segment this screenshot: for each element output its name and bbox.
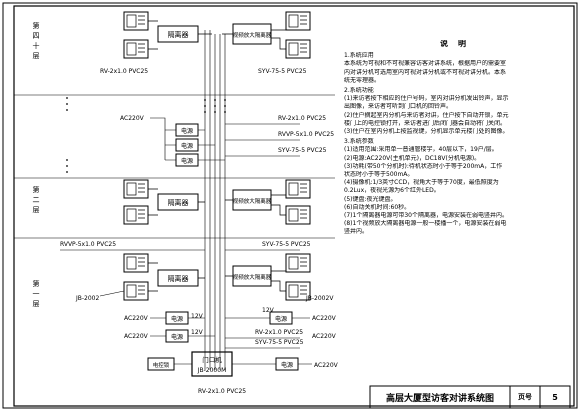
cable-syv-mid: SYV-75-5 PVC25 [278, 147, 327, 154]
ac220-label-left2: AC220V [124, 333, 149, 340]
notes-line: (2)住户摘起室内分机与来访者对讲，住户按下自动开锁，单元 [344, 111, 509, 119]
floor-1-label: 第一层 [32, 279, 40, 310]
notes-line: 0.2Lux，夜视光源为6个红外LED。 [344, 187, 440, 195]
video-phone-icon [285, 39, 311, 59]
ac220-label-right1: AC220V [312, 315, 337, 322]
notes-line: (2)电源:AC220V(主机单元)，DC18V(分机电源)。 [344, 154, 481, 162]
video-phone-icon [285, 205, 311, 225]
continuation-dots [66, 97, 226, 173]
notes-line: (5)键盘:夜光键盘。 [344, 195, 397, 203]
floor-40-group: 隔离器 视频放大隔离器 RV-2x1.0 PVC25 SYV-75-5 PVC2… [100, 11, 311, 75]
notes-line: (6)自动关机时间:60秒。 [344, 203, 411, 211]
svg-text:视频放大隔离器: 视频放大隔离器 [233, 273, 272, 281]
electric-lock-label: 电控锁 [153, 361, 170, 369]
ac220-label-left1: AC220V [124, 315, 149, 322]
svg-text:电源: 电源 [181, 127, 193, 135]
title-block-frame [369, 385, 571, 409]
notes-line: (1)来访者按下相应的住户号码，室内对讲分机发出铃声，显示 [344, 95, 509, 103]
svg-text:隔离器: 隔离器 [168, 274, 189, 283]
page-label: 页号 [518, 393, 532, 401]
jb2002-label: JB-2002 [75, 295, 100, 302]
video-phone-icon [285, 11, 311, 31]
svg-text:电源: 电源 [171, 315, 183, 323]
notes-line: (3)功耗(带50个分机时):待机状态时小于等于200mA，工作 [344, 162, 503, 170]
notes-line: 统无零理器。 [344, 76, 381, 84]
notes-line: 内对讲分机可选用室内可视对讲分机或不可视对讲分机。本系 [344, 68, 507, 76]
floor-40-label: 第四十层 [32, 21, 40, 62]
v12-label-right: 12V [262, 307, 275, 314]
video-amp-isolator-label: 视频放大隔离器 [233, 31, 272, 39]
ac220-label-mid: AC220V [120, 115, 145, 122]
cable-syv-f1: SYV-75-5 PVC25 [262, 241, 311, 248]
intercom-phone-icon [123, 253, 149, 273]
cable-syv-f1b: SYV-75-5 PVC25 [255, 339, 304, 346]
cable-syv-f40: SYV-75-5 PVC25 [258, 68, 307, 75]
cable-rvvp-f1: RVVP-5x1.0 PVC25 [60, 241, 116, 248]
mid-power-group: AC220V 电源 电源 电源 RV-2x1.0 PVC25 RVVP-5x1.… [120, 115, 334, 167]
notes-line: 本系统为可视和不可视兼容访客对讲系统，根据用户的需要室 [344, 60, 507, 68]
cable-rv2-bottom: RV-2x1.0 PVC25 [198, 388, 246, 395]
video-phone-icon [285, 253, 311, 273]
svg-text:电源: 电源 [171, 333, 183, 341]
svg-text:电源: 电源 [281, 361, 293, 369]
ac220-label-right2: AC220V [312, 333, 337, 340]
cable-rvvp-mid: RVVP-5x1.0 PVC25 [278, 131, 334, 138]
cable-rv2-f1: RV-2x1.0 PVC25 [255, 329, 303, 336]
notes-line: (7)1个隔离器电源可带30个隔离器，电源安装在弱电竖井内。 [344, 212, 508, 220]
notes-section-2: 2.系统功能 [344, 87, 374, 95]
intercom-phone-icon [123, 205, 149, 225]
floor-2-label: 第二层 [32, 185, 40, 216]
door-machine-group: 门口机 JB-2000M 电控锁 电源 AC220V RV-2x1.0 PVC2… [147, 351, 339, 395]
door-machine-label: 门口机 [202, 355, 222, 364]
notes-line: (8)1个视频放大隔离器电源一般一楼播一个，电源安装在弱电 [344, 220, 507, 228]
video-phone-icon [285, 179, 311, 199]
floor-1-group: 隔离器 JB-2002 视频放大隔离器 JB-2002V 12V AC220V … [75, 253, 337, 349]
svg-text:电源: 电源 [181, 142, 193, 150]
notes-line: (1)适用范围:采用单一普通管楼宇，40层以下，19户/层。 [344, 146, 498, 154]
intercom-phone-icon [123, 39, 149, 59]
notes-section-3: 3.系统参数 [344, 138, 374, 146]
floor-2-group: 隔离器 视频放大隔离器 [123, 179, 311, 225]
ac220-label-bottom: AC220V [314, 362, 339, 369]
notes-title: 说明 [440, 40, 476, 48]
title-block: 高层大厦型访客对讲系统图 页号 5 [370, 386, 570, 408]
notes-line: 状态时小于等于500mA。 [344, 171, 414, 179]
intercom-phone-icon [123, 11, 149, 31]
drawing-title: 高层大厦型访客对讲系统图 [385, 393, 494, 404]
cable-rv2-mid: RV-2x1.0 PVC25 [278, 115, 326, 122]
v12-label-left: 12V [191, 313, 204, 320]
svg-text:电源: 电源 [181, 157, 193, 165]
intercom-phone-icon [123, 179, 149, 199]
notes-line: (4)摄像机:1/3英寸CCD，视角大于等于70度，最低照度为 [344, 179, 499, 187]
notes-line: 楼门上的电控锁打开，来访者进门后闭门器会自动将门关闭。 [344, 119, 507, 127]
svg-text:视频放大隔离器: 视频放大隔离器 [233, 197, 272, 205]
notes-section-1: 1.系统应用 [344, 52, 374, 60]
notes-line: 竖井内。 [344, 228, 369, 236]
cable-rv2-f40: RV-2x1.0 PVC25 [100, 68, 148, 75]
door-machine-model: JB-2000M [197, 367, 227, 374]
notes-line: 出图像，来访者可听到门口机的回铃声。 [344, 103, 453, 111]
notes-panel: 说明 1.系统应用 本系统为可视和不可视兼容访客对讲系统，根据用户的需要室 内对… [344, 40, 572, 237]
intercom-phone-icon [123, 281, 149, 301]
notes-line: (3)住户在室内分机上按监视键，分机显示单元楼门处的图像。 [344, 128, 509, 136]
isolator-label: 隔离器 [168, 30, 189, 39]
svg-text:隔离器: 隔离器 [168, 198, 189, 207]
inner-frame [13, 5, 575, 407]
page-number: 5 [552, 392, 558, 402]
v12-label-left2: 12V [191, 329, 204, 336]
jb2002v-label: JB-2002V [305, 295, 334, 302]
risers [204, 30, 226, 370]
svg-text:电源: 电源 [275, 315, 287, 323]
